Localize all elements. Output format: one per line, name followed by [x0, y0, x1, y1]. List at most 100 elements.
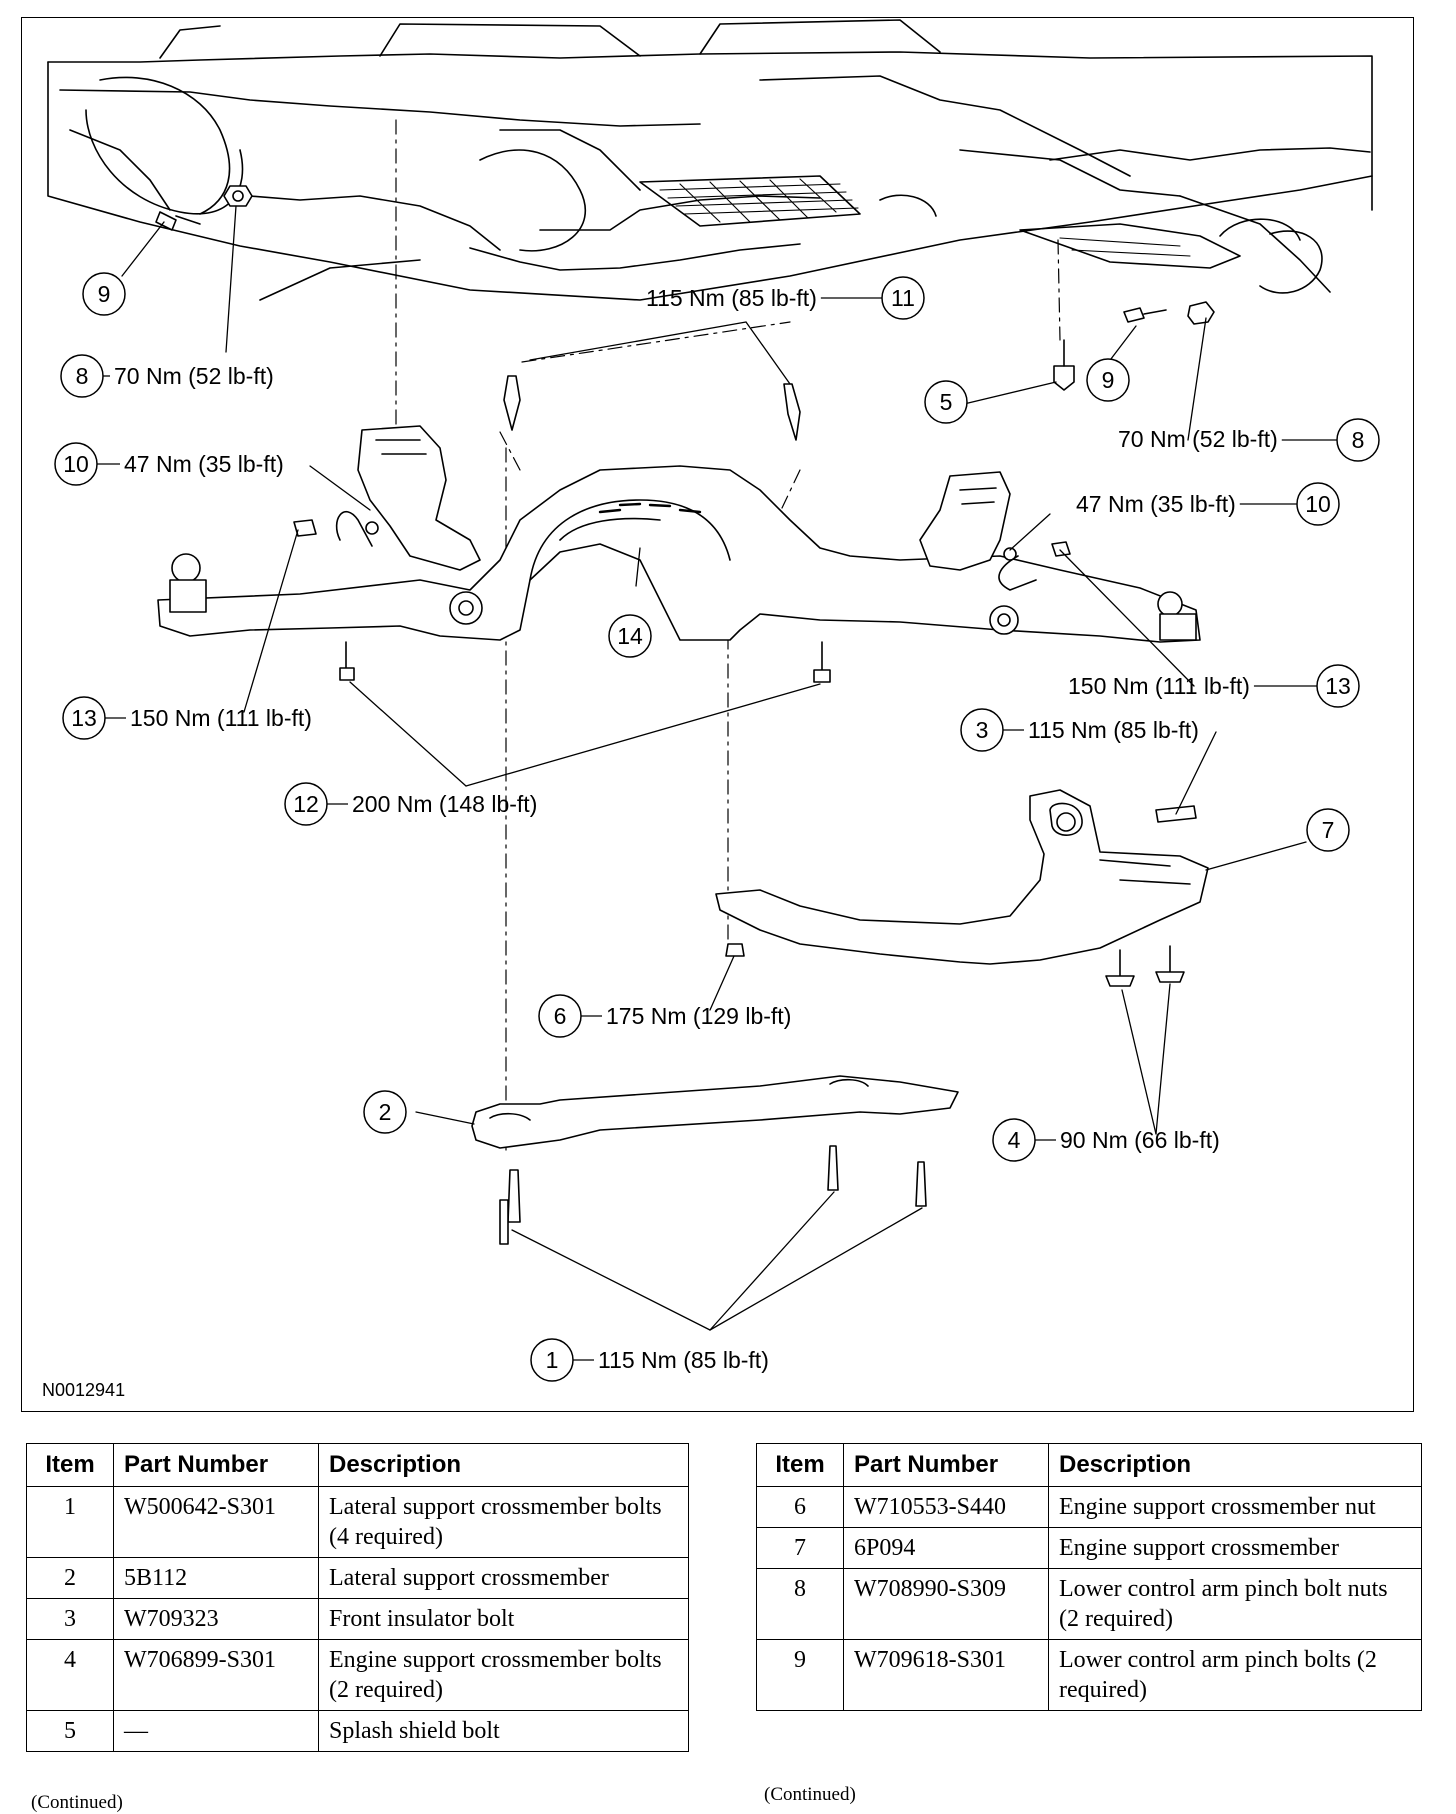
- cell-part-number: W706899-S301: [113, 1639, 319, 1711]
- callout-number: 12: [293, 791, 319, 817]
- torque-label: 47 Nm (35 lb-ft): [1076, 491, 1236, 517]
- table-row: 6 W710553-S440 Engine support crossmembe…: [756, 1486, 1422, 1528]
- callout-11: 11 115 Nm (85 lb-ft): [646, 276, 925, 320]
- callout-10-right: 10 47 Nm (35 lb-ft): [1076, 482, 1340, 526]
- callout-number: 6: [554, 1003, 567, 1029]
- column-header-item: Item: [26, 1443, 114, 1487]
- cell-description: Engine support crossmember bolts (2 requ…: [318, 1639, 689, 1711]
- callout-number: 3: [976, 717, 989, 743]
- cell-part-number: 5B112: [113, 1557, 319, 1599]
- lateral-support-crossmember-2: [471, 1075, 959, 1245]
- figure-frame: [21, 17, 1414, 1412]
- callout-number: 13: [71, 705, 97, 731]
- torque-label: 47 Nm (35 lb-ft): [124, 451, 284, 477]
- callout-number: 8: [76, 363, 89, 389]
- cell-part-number: W500642-S301: [113, 1486, 319, 1558]
- cell-item: 9: [756, 1639, 844, 1711]
- table-row: 9 W709618-S301 Lower control arm pinch b…: [756, 1639, 1422, 1711]
- cell-item: 6: [756, 1486, 844, 1528]
- callout-8-right: 8 70 Nm (52 lb-ft): [1118, 418, 1380, 462]
- cell-description: Lateral support crossmember bolts (4 req…: [318, 1486, 689, 1558]
- callout-5: 5: [924, 380, 968, 424]
- torque-label: 115 Nm (85 lb-ft): [598, 1347, 769, 1373]
- cell-item: 4: [26, 1639, 114, 1711]
- torque-label: 70 Nm (52 lb-ft): [114, 363, 274, 389]
- exploded-view-diagram: 9 8 70 Nm (52 lb-ft) 11 115 Nm (85 lb-ft…: [42, 19, 1380, 1400]
- torque-label: 200 Nm (148 lb-ft): [352, 791, 537, 817]
- table-header-row: Item Part Number Description: [26, 1443, 689, 1487]
- torque-label: 115 Nm (85 lb-ft): [646, 285, 817, 311]
- continued-note-left: (Continued): [31, 1792, 123, 1813]
- callout-10-left: 10 47 Nm (35 lb-ft): [54, 442, 284, 486]
- callout-4: 4 90 Nm (66 lb-ft): [992, 1118, 1220, 1162]
- parts-table-left: Item Part Number Description 1 W500642-S…: [26, 1443, 689, 1752]
- cell-part-number: —: [113, 1710, 319, 1752]
- cell-part-number: 6P094: [843, 1527, 1049, 1569]
- callout-1: 1 115 Nm (85 lb-ft): [530, 1338, 769, 1382]
- torque-label: 115 Nm (85 lb-ft): [1028, 717, 1199, 743]
- cell-description: Splash shield bolt: [318, 1710, 689, 1752]
- table-row: 2 5B112 Lateral support crossmember: [26, 1557, 689, 1599]
- cell-description: Lateral support crossmember: [318, 1557, 689, 1599]
- callout-number: 9: [1102, 367, 1115, 393]
- cell-description: Lower control arm pinch bolt nuts (2 req…: [1048, 1568, 1422, 1640]
- table-row: 4 W706899-S301 Engine support crossmembe…: [26, 1639, 689, 1711]
- engine-support-crossmember-7: [715, 789, 1209, 987]
- continued-note-right: (Continued): [764, 1784, 856, 1805]
- callout-12: 12 200 Nm (148 lb-ft): [284, 782, 537, 826]
- callout-number: 7: [1322, 817, 1335, 843]
- callout-8-left: 8 70 Nm (52 lb-ft): [60, 354, 274, 398]
- callout-13-left: 13 150 Nm (111 lb-ft): [62, 696, 312, 740]
- table-header-row: Item Part Number Description: [756, 1443, 1422, 1487]
- cell-part-number: W709618-S301: [843, 1639, 1049, 1711]
- callout-13-right: 13 150 Nm (111 lb-ft): [1068, 664, 1360, 708]
- table-row: 8 W708990-S309 Lower control arm pinch b…: [756, 1568, 1422, 1640]
- callout-7: 7: [1306, 808, 1350, 852]
- table-row: 5 — Splash shield bolt: [26, 1710, 689, 1752]
- cell-description: Engine support crossmember: [1048, 1527, 1422, 1569]
- torque-label: 70 Nm (52 lb-ft): [1118, 426, 1278, 452]
- column-header-description: Description: [1048, 1443, 1422, 1487]
- torque-label: 150 Nm (111 lb-ft): [130, 705, 312, 731]
- callout-9-left: 9: [82, 272, 126, 316]
- cell-item: 3: [26, 1598, 114, 1640]
- cell-item: 2: [26, 1557, 114, 1599]
- callout-9-right: 9: [1086, 358, 1130, 402]
- table-row: 1 W500642-S301 Lateral support crossmemb…: [26, 1486, 689, 1558]
- callout-14: 14: [608, 614, 652, 658]
- table-row: 3 W709323 Front insulator bolt: [26, 1598, 689, 1640]
- column-header-description: Description: [318, 1443, 689, 1487]
- cell-item: 7: [756, 1527, 844, 1569]
- cell-item: 5: [26, 1710, 114, 1752]
- cell-item: 8: [756, 1568, 844, 1640]
- callout-number: 11: [891, 285, 915, 311]
- callout-6: 6 175 Nm (129 lb-ft): [538, 994, 791, 1038]
- figure-id: N0012941: [42, 1380, 125, 1400]
- callout-number: 13: [1325, 673, 1351, 699]
- callout-number: 5: [940, 389, 953, 415]
- column-header-item: Item: [756, 1443, 844, 1487]
- callout-number: 4: [1008, 1127, 1021, 1153]
- column-header-part-number: Part Number: [843, 1443, 1049, 1487]
- callout-number: 2: [379, 1099, 392, 1125]
- callout-number: 10: [1305, 491, 1331, 517]
- parts-table-right: Item Part Number Description 6 W710553-S…: [756, 1443, 1422, 1711]
- callout-2: 2: [363, 1090, 407, 1134]
- leader-lines: [121, 205, 1307, 1331]
- cell-description: Engine support crossmember nut: [1048, 1486, 1422, 1528]
- callout-number: 14: [617, 623, 643, 649]
- cell-part-number: W708990-S309: [843, 1568, 1049, 1640]
- cell-description: Front insulator bolt: [318, 1598, 689, 1640]
- cell-description: Lower control arm pinch bolts (2 require…: [1048, 1639, 1422, 1711]
- cell-part-number: W710553-S440: [843, 1486, 1049, 1528]
- table-row: 7 6P094 Engine support crossmember: [756, 1527, 1422, 1569]
- callout-number: 8: [1352, 427, 1365, 453]
- callout-3: 3 115 Nm (85 lb-ft): [960, 708, 1199, 752]
- torque-label: 90 Nm (66 lb-ft): [1060, 1127, 1220, 1153]
- cell-item: 1: [26, 1486, 114, 1558]
- callout-number: 9: [98, 281, 111, 307]
- callout-number: 1: [546, 1347, 559, 1373]
- column-header-part-number: Part Number: [113, 1443, 319, 1487]
- torque-label: 150 Nm (111 lb-ft): [1068, 673, 1250, 699]
- cell-part-number: W709323: [113, 1598, 319, 1640]
